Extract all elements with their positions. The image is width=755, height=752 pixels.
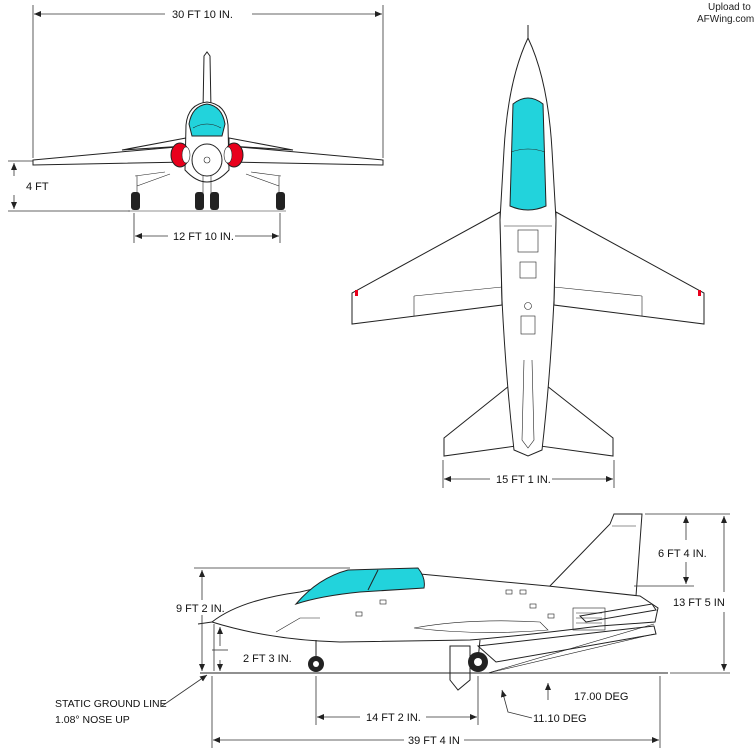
side-angle-17-label: 17.00 DEG: [574, 691, 628, 703]
ground-line-note-2: 1.08° NOSE UP: [55, 714, 130, 726]
watermark: Upload to AFWing.com: [697, 2, 754, 25]
side-canopy-height-label: 9 FT 2 IN.: [176, 603, 225, 615]
front-height-label: 4 FT: [26, 181, 49, 193]
top-view: 15 FT 1 IN.: [351, 25, 705, 488]
front-span-label: 30 FT 10 IN.: [172, 9, 233, 21]
side-wheelbase-label: 14 FT 2 IN.: [366, 712, 421, 724]
side-fin-height-label: 6 FT 4 IN.: [658, 548, 707, 560]
side-view: 6 FT 4 IN. 13 FT 5 IN 9 FT 2 IN. 2 FT 3 …: [55, 513, 730, 748]
top-tail-span-label: 15 FT 1 IN.: [496, 474, 551, 486]
front-view: 30 FT 10 IN. 4 FT: [8, 5, 384, 243]
watermark-line-1: Upload to: [708, 2, 751, 13]
side-nose-height-label: 2 FT 3 IN.: [243, 653, 292, 665]
watermark-line-2: AFWing.com: [697, 14, 754, 25]
side-overall-height-label: 13 FT 5 IN: [673, 597, 725, 609]
front-track-label: 12 FT 10 IN.: [173, 231, 234, 243]
side-length-label: 39 FT 4 IN: [408, 735, 460, 747]
side-angle-11-label: 11.10 DEG: [533, 713, 587, 725]
ground-line-note-1: STATIC GROUND LINE: [55, 698, 167, 710]
